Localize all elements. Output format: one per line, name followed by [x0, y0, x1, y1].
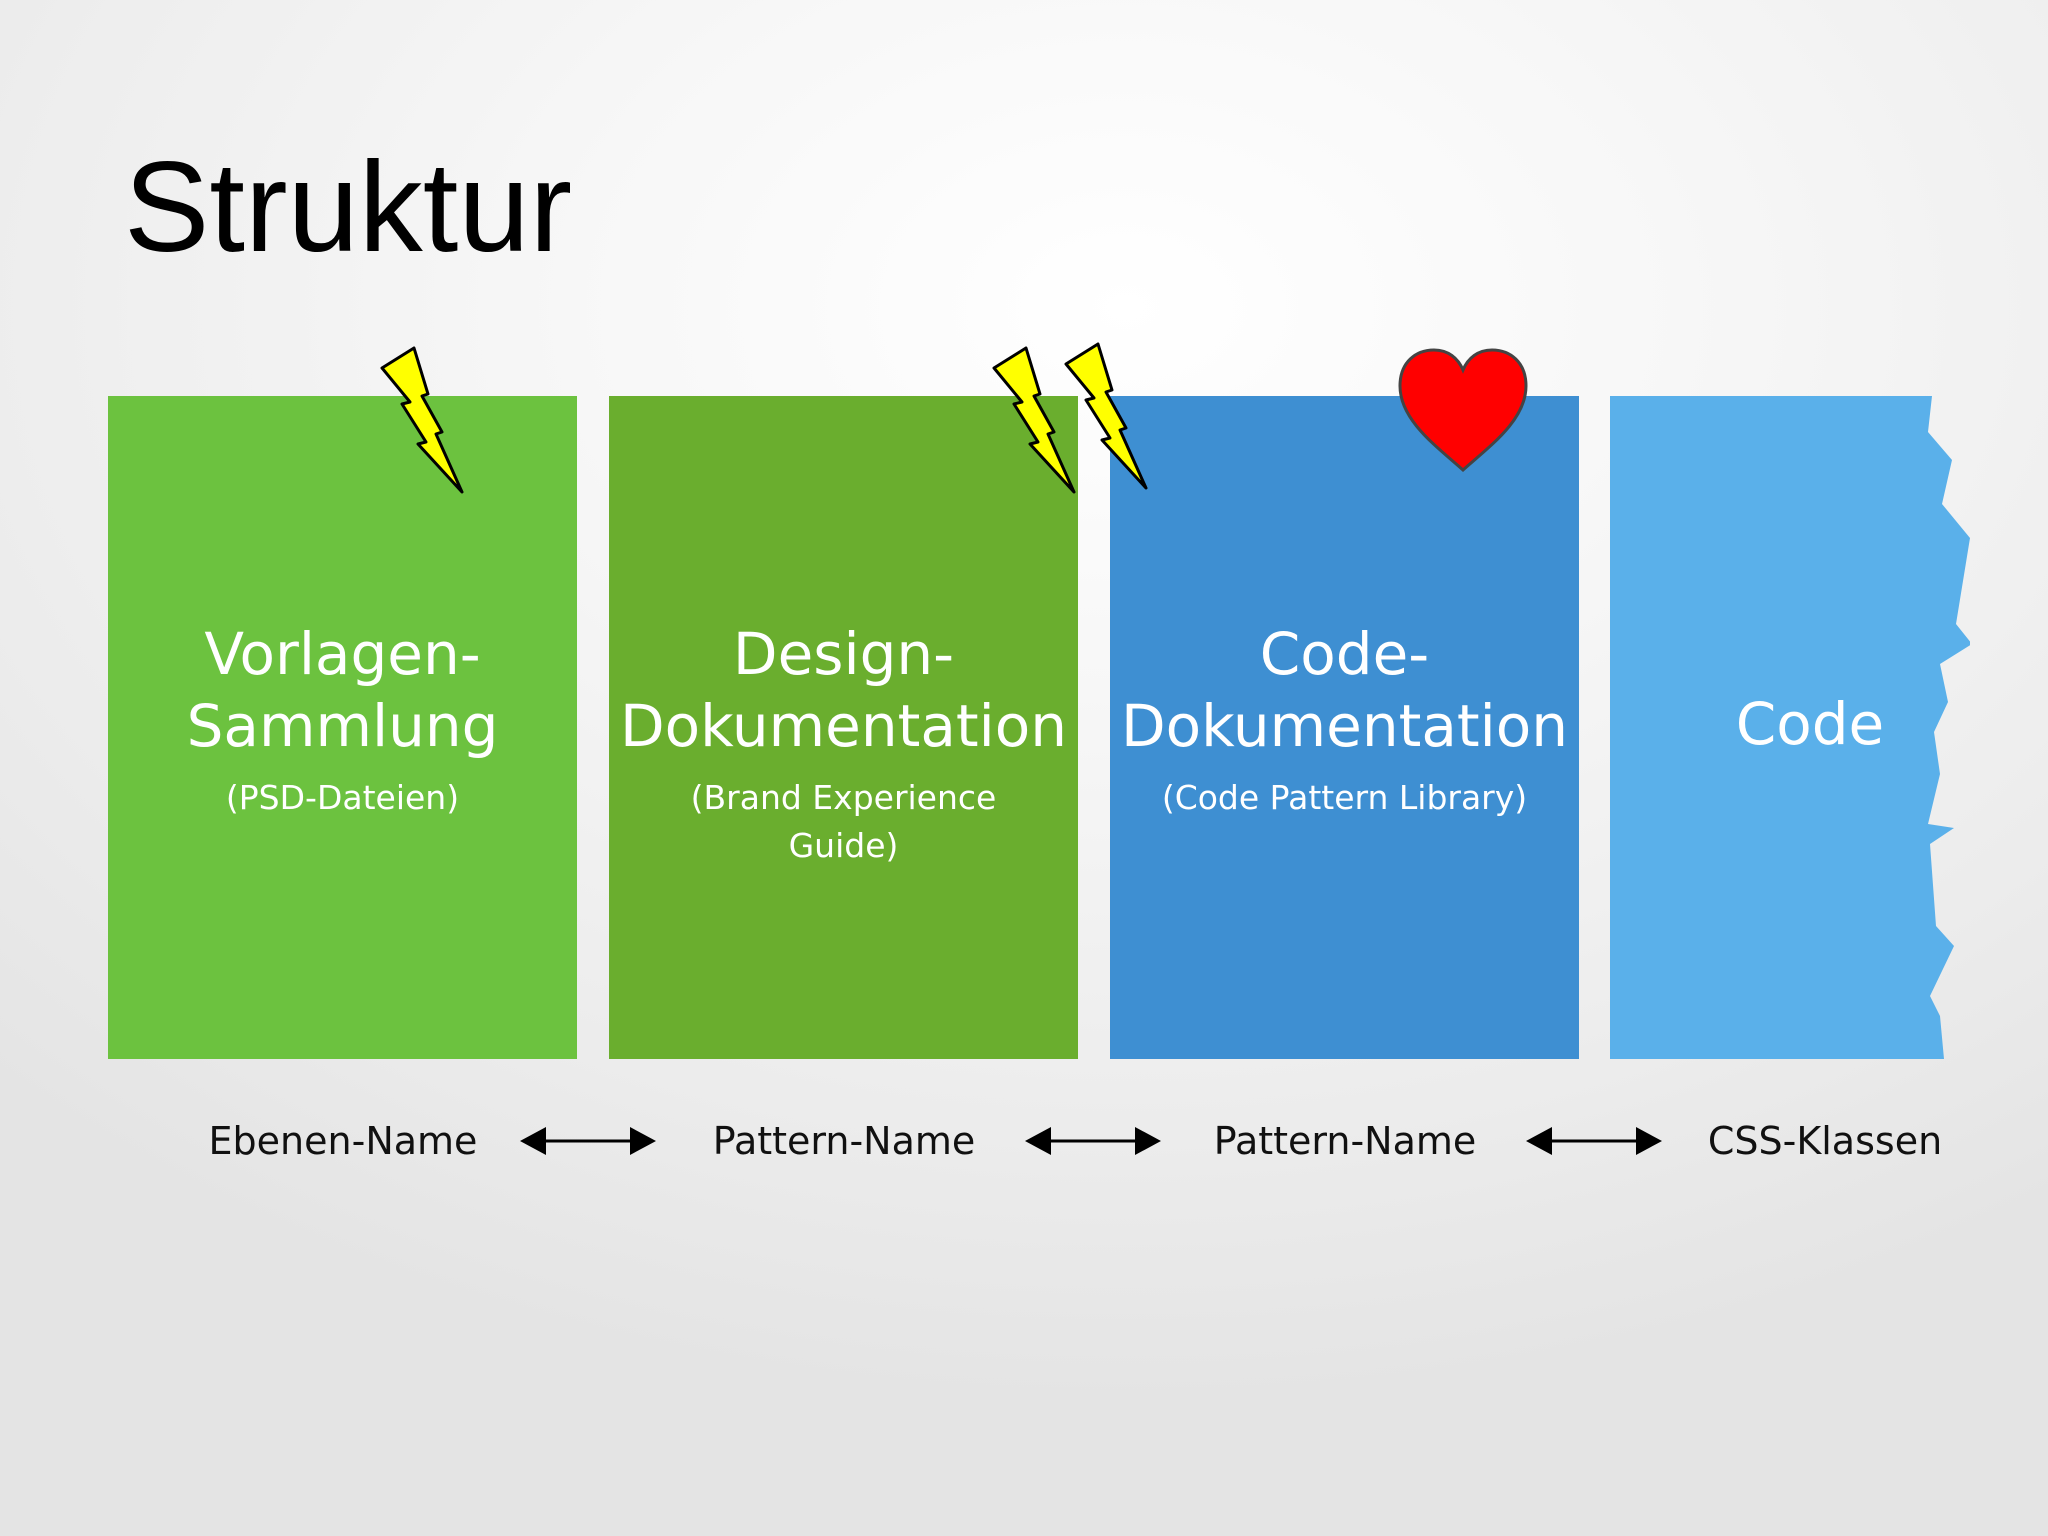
mapping-label: Pattern-Name — [1213, 1119, 1477, 1163]
lightning-icon — [1064, 342, 1148, 490]
box-vorlagen-sammlung: Vorlagen- Sammlung (PSD-Dateien) — [108, 396, 577, 1059]
mapping-label: CSS-Klassen — [1707, 1119, 1943, 1163]
double-arrow-icon — [1526, 1127, 1662, 1155]
box-main-label: Vorlagen- Sammlung — [186, 620, 499, 760]
heart-icon — [1398, 348, 1528, 473]
box-sub-label: (Brand Experience Guide) — [690, 778, 997, 865]
box-main-label: Design- Dokumentation — [619, 620, 1068, 760]
box-main-label: Code- Dokumentation — [1120, 620, 1569, 760]
mapping-label: Pattern-Name — [712, 1119, 976, 1163]
box-main-label: Code — [1735, 690, 1885, 758]
box-code: Code — [1610, 396, 1970, 1059]
double-arrow-icon — [520, 1127, 656, 1155]
slide-title: Struktur — [124, 136, 573, 279]
lightning-icon — [380, 346, 464, 494]
box-design-dokumentation: Design- Dokumentation (Brand Experience … — [609, 396, 1078, 1059]
box-sub-label: (Code Pattern Library) — [1161, 778, 1528, 817]
lightning-icon — [992, 346, 1076, 494]
box-sub-label: (PSD-Dateien) — [225, 778, 460, 817]
double-arrow-icon — [1025, 1127, 1161, 1155]
mapping-label: Ebenen-Name — [208, 1119, 478, 1163]
torn-paper-shape — [1610, 396, 1970, 1059]
box-code-dokumentation: Code- Dokumentation (Code Pattern Librar… — [1110, 396, 1579, 1059]
